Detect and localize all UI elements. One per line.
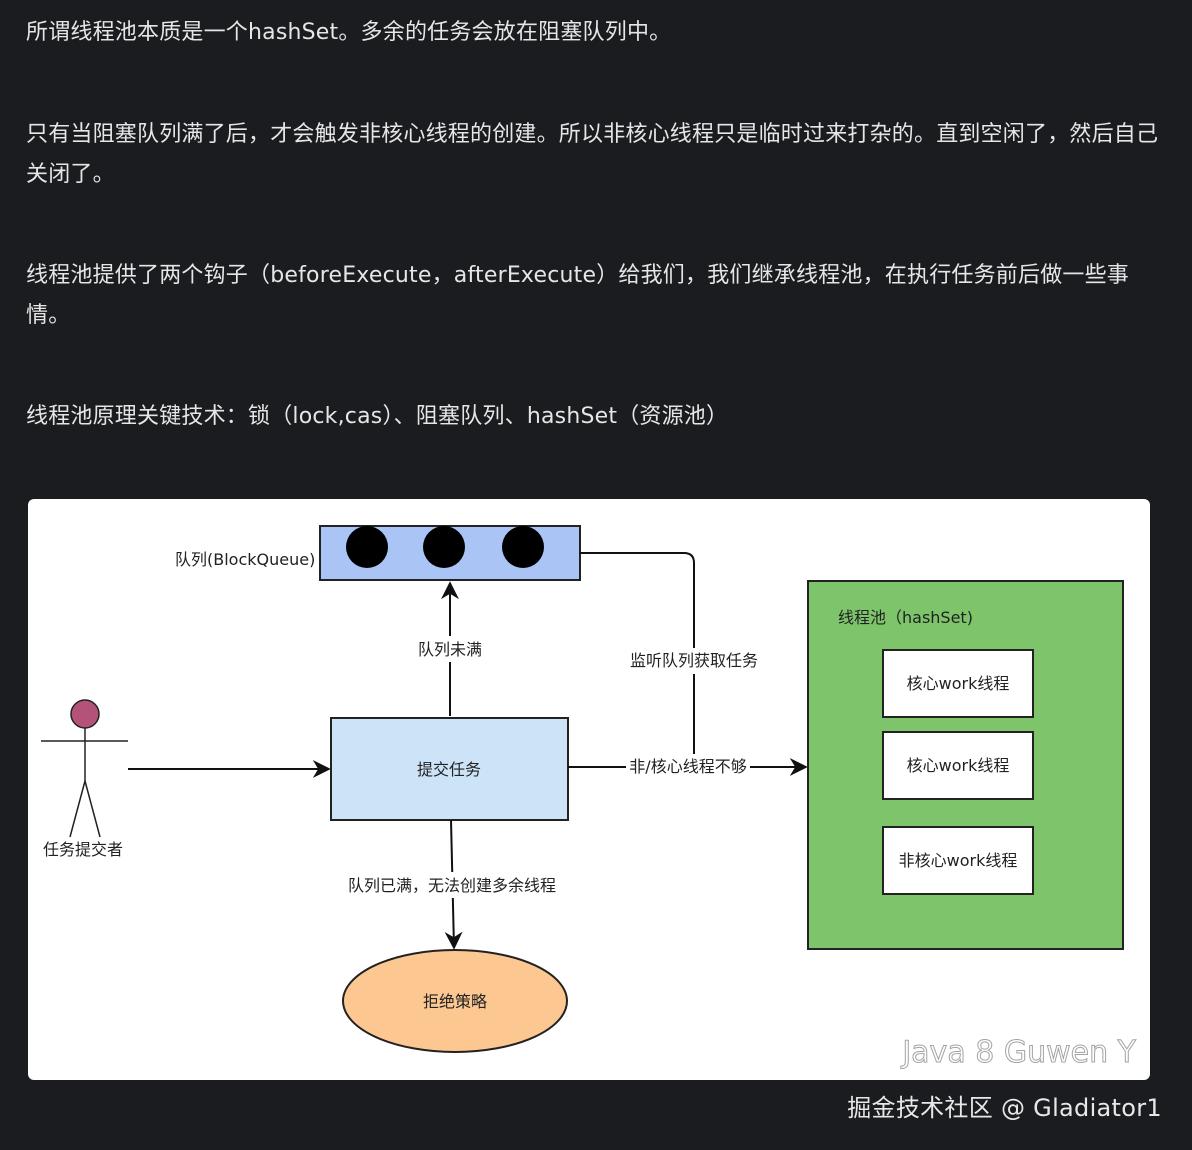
worker-label: 核心work线程 [907,674,1010,693]
worker-label: 非核心work线程 [899,851,1018,870]
queue-label: 队列(BlockQueue) [175,550,315,569]
submit-task-box [330,717,569,821]
person-leg [69,780,86,838]
person-leg [84,780,101,838]
reject-policy-ellipse [342,949,568,1053]
monitor-label: 监听队列获取任务 [630,651,758,670]
worker-box [882,649,1034,718]
worker-label: 核心work线程 [907,756,1010,775]
thread-pool-diagram: 队列(BlockQueue) 队列未满 监听队列获取任务 任务提交者 提交任务 … [28,499,1150,1080]
worker-box [882,731,1034,800]
paragraph-hooks: 线程池提供了两个钩子（beforeExecute，afterExecute）给我… [26,263,1130,328]
not-enough-threads-label: 非/核心线程不够 [629,757,746,776]
submitter-label: 任务提交者 [43,840,123,859]
queue-item-dot [502,526,544,568]
paragraph-hashset: 所谓线程池本质是一个hashSet。多余的任务会放在阻塞队列中。 [26,20,672,45]
diagram-svg: 队列(BlockQueue) 队列未满 监听队列获取任务 任务提交者 提交任务 … [41,525,1137,1071]
monitor-line [580,552,695,764]
queue-item-dot [346,526,388,568]
queue-not-full-label: 队列未满 [418,640,482,659]
reject-policy-label: 拒绝策略 [423,992,487,1011]
label-bg [624,648,764,674]
person-head-icon [70,699,100,729]
label-bg [412,636,488,662]
worker-box [882,826,1034,895]
submit-task-label: 提交任务 [417,760,481,779]
queue-full-label: 队列已满，无法创建多余线程 [348,876,556,895]
paragraph-key-tech: 线程池原理关键技术：锁（lock,cas）、阻塞队列、hashSet（资源池） [26,404,729,429]
image-watermark: Java 8 Guwen Y [900,1035,1136,1070]
paragraph-non-core-threads: 只有当阻塞队列满了后，才会触发非核心线程的创建。所以非核心线程只是临时过来打杂的… [26,122,1159,187]
thread-pool-label: 线程池（hashSet) [838,608,973,627]
label-bg [626,754,750,780]
label-bg [342,872,562,898]
queue-item-dot [423,526,465,568]
footer-watermark: 掘金技术社区 @ Gladiator1 [847,1094,1162,1122]
